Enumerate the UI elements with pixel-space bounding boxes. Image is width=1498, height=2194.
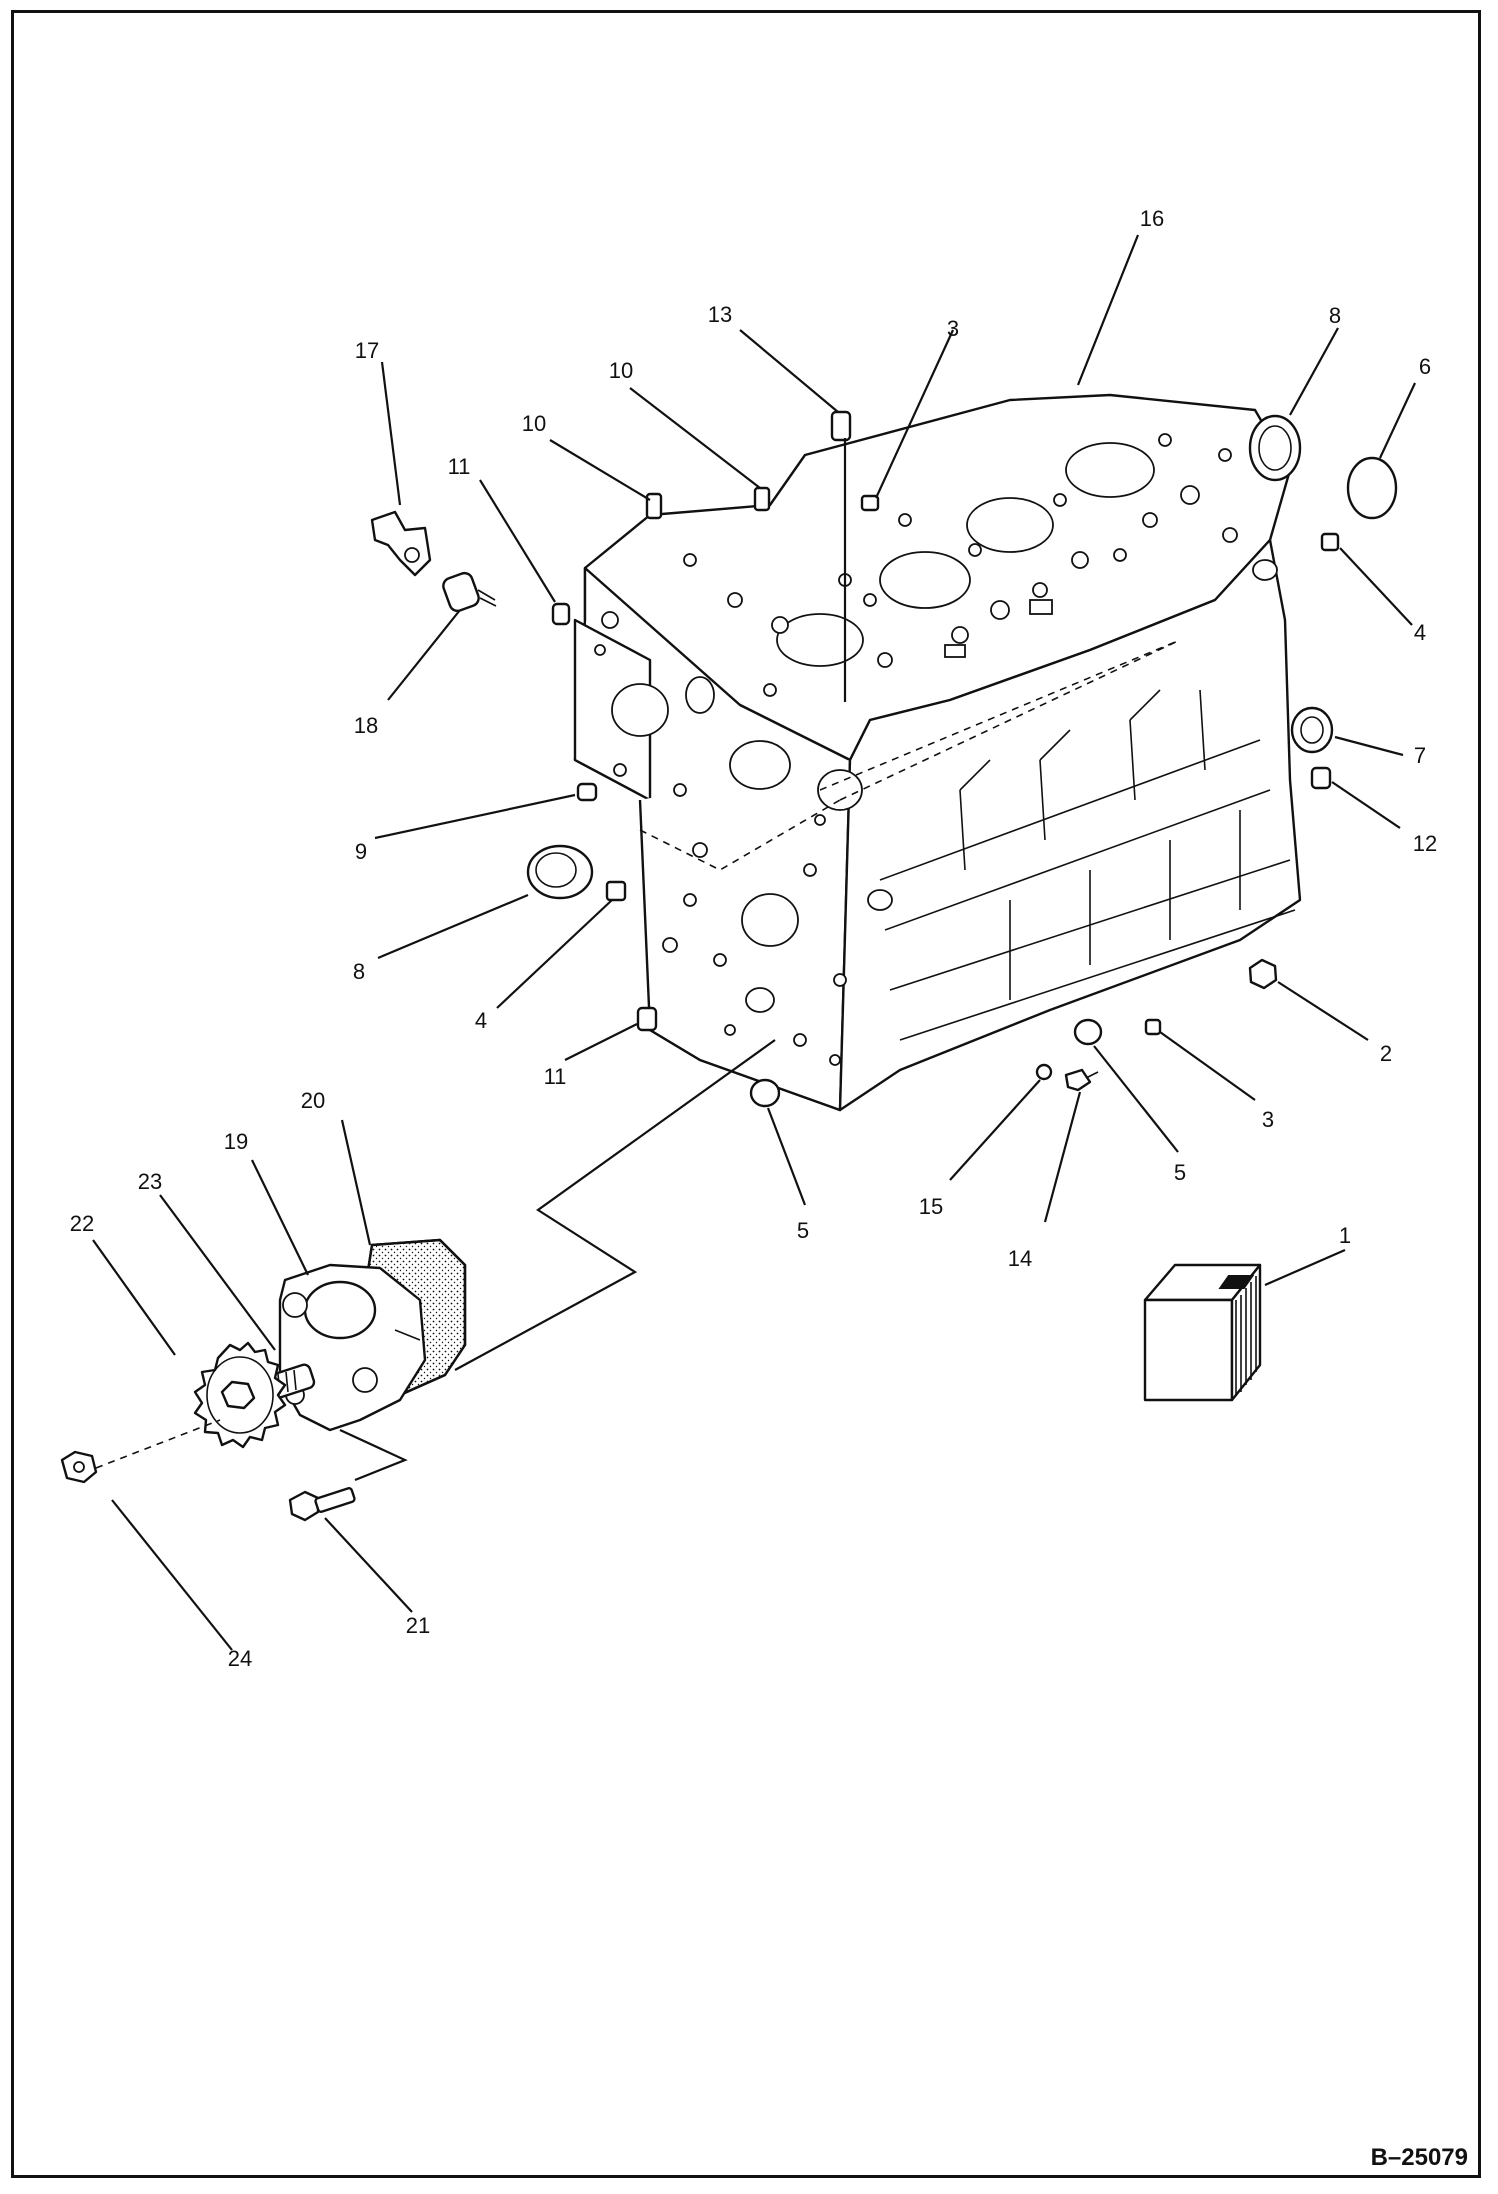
- callout-17: 17: [355, 338, 379, 363]
- part-11-pin-a: [551, 602, 571, 626]
- callout-numbers: 16 13 3 10 10 11 17 18 8 6 4 7 12 2 3 5 …: [70, 206, 1437, 1671]
- callout-20: 20: [301, 1088, 325, 1113]
- callout-10-right: 10: [609, 358, 633, 383]
- callout-14: 14: [1008, 1246, 1032, 1271]
- deck-holes: [683, 433, 1238, 697]
- bolt-21-leader: [339, 1429, 408, 1482]
- callout-19: 19: [224, 1129, 248, 1154]
- part-14-bolt: [1064, 1068, 1099, 1092]
- callout-5-left: 5: [797, 1218, 809, 1243]
- callout-11-lower: 11: [544, 1064, 567, 1089]
- callout-5-right: 5: [1174, 1160, 1186, 1185]
- callout-3-lower: 3: [1262, 1107, 1274, 1132]
- callout-16: 16: [1140, 206, 1164, 231]
- part-8-seal-left: [526, 844, 594, 900]
- part-6-cap: [1346, 456, 1398, 520]
- callout-24: 24: [228, 1646, 252, 1671]
- part-18-sensor: [442, 571, 497, 613]
- callout-6: 6: [1419, 354, 1431, 379]
- callout-13: 13: [708, 302, 732, 327]
- part-7-seal: [1290, 706, 1334, 754]
- callout-10-left: 10: [522, 411, 546, 436]
- part-4-plug-left: [605, 880, 627, 902]
- part-3-plug-lower: [1144, 1018, 1162, 1036]
- gear-axis-line: [95, 1419, 221, 1469]
- part-10-dowel-b: [753, 486, 771, 512]
- callout-8-right: 8: [1329, 303, 1341, 328]
- part-5-cap-right: [1073, 1018, 1103, 1046]
- callout-7: 7: [1414, 743, 1426, 768]
- part-24-nut: [60, 1450, 98, 1484]
- callout-21: 21: [406, 1613, 430, 1638]
- callout-23: 23: [138, 1169, 162, 1194]
- callout-9: 9: [355, 839, 367, 864]
- part-15-washer: [1035, 1063, 1053, 1081]
- part-13-pin: [830, 410, 852, 442]
- part-10-dowel-a: [645, 492, 663, 520]
- part-9-pin: [576, 782, 598, 802]
- diagram-frame: [11, 10, 1481, 2178]
- front-face-holes: [594, 611, 847, 1066]
- callout-22: 22: [70, 1211, 94, 1236]
- part-11-pin-b: [636, 1006, 658, 1032]
- part-3-plug-top: [860, 494, 880, 512]
- callout-leaders: [92, 234, 1416, 1651]
- callout-1: 1: [1339, 1223, 1351, 1248]
- part-19-oil-pump: [278, 1263, 427, 1432]
- callout-11-top: 11: [448, 454, 471, 479]
- callout-8-left: 8: [353, 959, 365, 984]
- part-12-pin: [1310, 766, 1332, 790]
- part-2-nut: [1248, 958, 1278, 990]
- part-8-seal-right: [1248, 414, 1302, 482]
- callout-3-top: 3: [947, 316, 959, 341]
- callout-2: 2: [1380, 1041, 1392, 1066]
- pump-mount-leader: [454, 1039, 776, 1371]
- document-id: B–25079: [1370, 2144, 1468, 2171]
- callout-12: 12: [1413, 831, 1437, 856]
- part-17-bracket: [370, 510, 432, 577]
- cylinder-block: [573, 393, 1302, 1112]
- part-21-bolt: [288, 1487, 356, 1522]
- part-5-cap-left: [749, 1078, 781, 1108]
- callout-4-left: 4: [475, 1008, 487, 1033]
- callout-4-right: 4: [1414, 620, 1426, 645]
- part-1-kit-box: [1143, 1263, 1262, 1402]
- part-4-plug-right: [1320, 532, 1340, 552]
- callout-15: 15: [919, 1194, 943, 1219]
- callout-18: 18: [354, 713, 378, 738]
- part-22-gear: [193, 1341, 287, 1449]
